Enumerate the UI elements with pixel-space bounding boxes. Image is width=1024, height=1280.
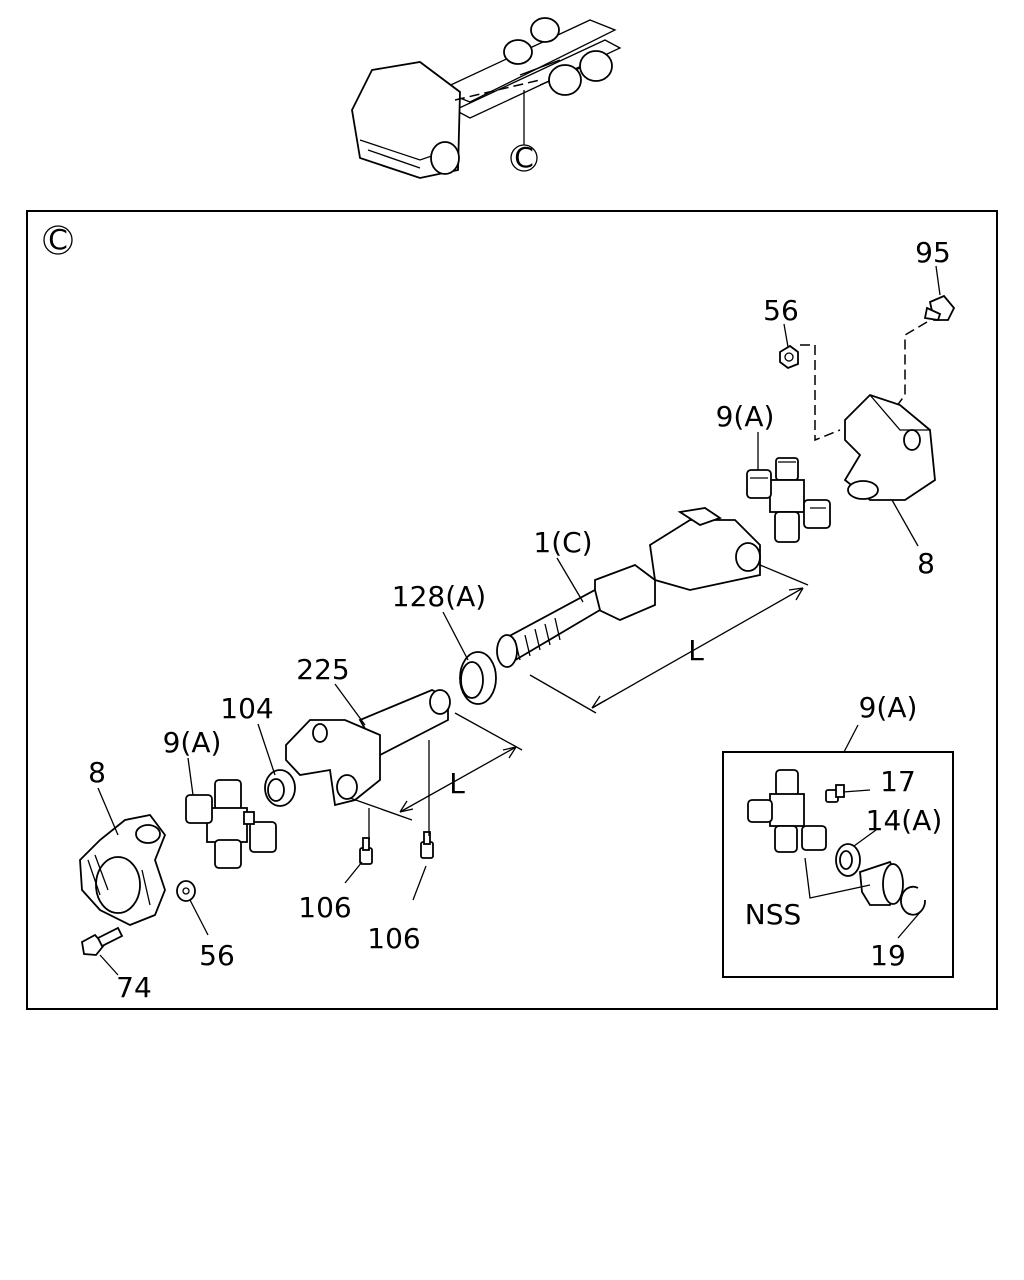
- nut-56-top: [779, 344, 799, 370]
- flange-yoke-8-right: [843, 393, 936, 501]
- callout-56-top: 56: [763, 294, 799, 327]
- callout-104: 104: [220, 692, 273, 725]
- inset-callout-17: 17: [880, 765, 916, 798]
- flange-yoke-8-left: [79, 814, 167, 926]
- callout-95: 95: [915, 236, 951, 269]
- callout-128a: 128(A): [392, 580, 486, 613]
- callout-9a-top: 9(A): [716, 400, 775, 433]
- bolt-74: [81, 926, 124, 956]
- propeller-shaft-1c: [496, 507, 761, 668]
- inset-title: 9(A): [859, 691, 918, 724]
- callout-1c: 1(C): [533, 526, 592, 559]
- washer-56-bottom: [176, 880, 196, 902]
- bearing-cup-104: [264, 769, 296, 807]
- callout-56-bottom: 56: [199, 939, 235, 972]
- callout-106-a: 106: [298, 891, 351, 924]
- inset-callout-19: 19: [870, 939, 906, 972]
- inset-spider-detail: 9(A) 17 14(A) NSS 19: [722, 691, 954, 978]
- seal-ring-128a: [459, 651, 497, 705]
- view-marker-callout: C: [514, 141, 534, 174]
- truck-overview-icon: C: [351, 17, 622, 179]
- inset-callout-nss: NSS: [745, 898, 802, 931]
- bolt-95: [923, 294, 956, 322]
- callout-9a-left: 9(A): [163, 726, 222, 759]
- callout-106-b: 106: [367, 922, 420, 955]
- grease-nipple-106-b: [420, 831, 434, 859]
- callout-74: 74: [116, 971, 152, 1004]
- grease-nipple-106-a: [359, 837, 373, 865]
- main-frame: [26, 210, 998, 1010]
- sleeve-yoke-225: [285, 689, 451, 807]
- callout-8-left: 8: [88, 756, 106, 789]
- inset-callout-14a: 14(A): [866, 804, 943, 837]
- callout-225: 225: [296, 653, 349, 686]
- universal-joint-spider-9a-right: [746, 457, 831, 543]
- callout-8-right: 8: [917, 547, 935, 580]
- dimension-l-lower: L: [449, 767, 465, 800]
- view-marker: C: [48, 223, 68, 256]
- dimension-l-upper: L: [688, 634, 704, 667]
- universal-joint-spider-9a-left: [185, 779, 277, 869]
